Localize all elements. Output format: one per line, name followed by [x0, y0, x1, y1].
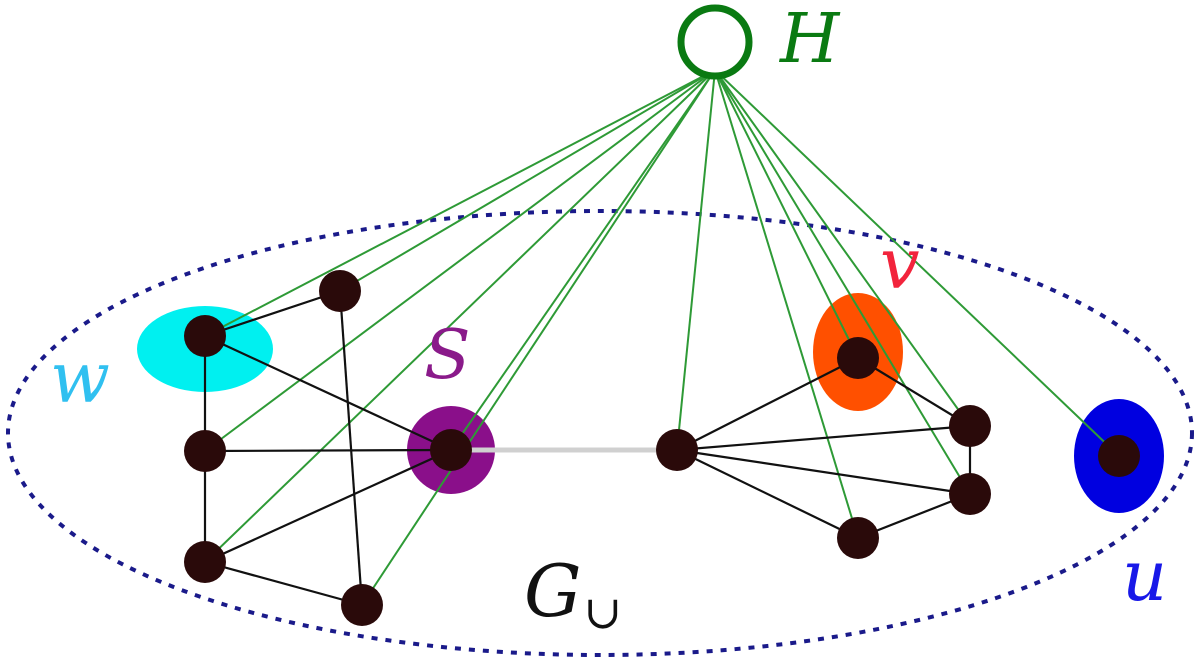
h-edges: [204, 69, 1120, 606]
edge: [676, 357, 859, 451]
h-edge: [204, 69, 716, 563]
vertex-s: [430, 429, 472, 471]
h-edge: [714, 69, 971, 495]
edge: [204, 448, 452, 453]
edge: [204, 448, 452, 564]
label-g-subscript: ∪: [584, 585, 623, 639]
vertex: [341, 584, 383, 626]
edge: [676, 424, 971, 452]
h-edge: [361, 69, 716, 606]
edge: [857, 357, 971, 427]
edge: [676, 449, 859, 539]
h-edge: [714, 69, 859, 359]
h-edge: [204, 69, 716, 337]
vertex: [949, 473, 991, 515]
h-edge: [339, 69, 716, 292]
vertex-h: [677, 4, 753, 80]
edge: [204, 335, 452, 451]
g-union-boundary: [6, 209, 1194, 657]
edge: [204, 289, 341, 338]
edge: [338, 290, 364, 606]
label-g-union: G∪: [524, 549, 622, 639]
label-w: w: [50, 337, 110, 419]
vertex: [949, 405, 991, 447]
vertex: [184, 430, 226, 472]
label-h: H: [778, 0, 841, 79]
h-edge: [450, 69, 716, 451]
label-g: G: [524, 549, 582, 633]
h-edge: [714, 69, 1120, 457]
vertex-v: [837, 337, 879, 379]
vertices: [184, 270, 1140, 626]
vertex: [656, 429, 698, 471]
h-edge: [676, 69, 716, 451]
edge: [204, 560, 363, 607]
edge: [676, 448, 971, 496]
vertex: [184, 541, 226, 583]
vertex: [319, 270, 361, 312]
label-v: v: [880, 223, 920, 305]
h-edge: [204, 69, 716, 452]
label-u: u: [1122, 535, 1167, 617]
vertex: [837, 517, 879, 559]
vertex-w: [184, 315, 226, 357]
h-edge: [714, 69, 971, 427]
label-s: S: [424, 316, 471, 395]
vertex-u: [1098, 435, 1140, 477]
h-edge: [714, 69, 859, 539]
